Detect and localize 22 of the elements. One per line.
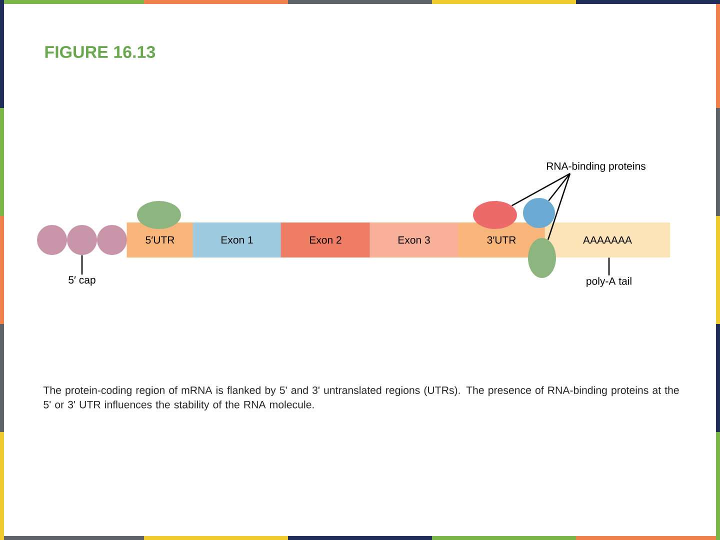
callout-label: poly-A tail (586, 277, 632, 287)
utr-segment: 5′UTR (126, 222, 194, 258)
callout-label: RNA-binding proteins (546, 162, 646, 172)
cap-circle (97, 225, 127, 255)
cap-circle (67, 225, 97, 255)
caption-text: The protein-coding region of mRNA is flanked by 5' and 3' untranslated regions (UTRs). The presence of RNA-binding proteins at the 5' or 3' UTR influences the stability of the RNA molecule. (43, 386, 679, 410)
exon-segment: Exon 2 (280, 222, 370, 258)
cap-circle (37, 225, 67, 255)
protein-oval (473, 201, 517, 229)
protein-oval (528, 238, 556, 278)
leader-line (547, 173, 571, 240)
protein-oval (523, 198, 555, 228)
figure-title: FIGURE 16.13 (45, 46, 156, 58)
protein-oval (137, 201, 181, 229)
exon-segment: Exon 1 (192, 222, 282, 258)
leader-line (512, 173, 570, 206)
leader-line (608, 258, 610, 276)
leader-line (81, 255, 83, 275)
exon-segment: Exon 3 (370, 222, 458, 258)
leader-line (548, 173, 571, 202)
poly-a-segment: AAAAAAA (544, 222, 670, 258)
cap-label: 5′ cap (68, 276, 96, 286)
